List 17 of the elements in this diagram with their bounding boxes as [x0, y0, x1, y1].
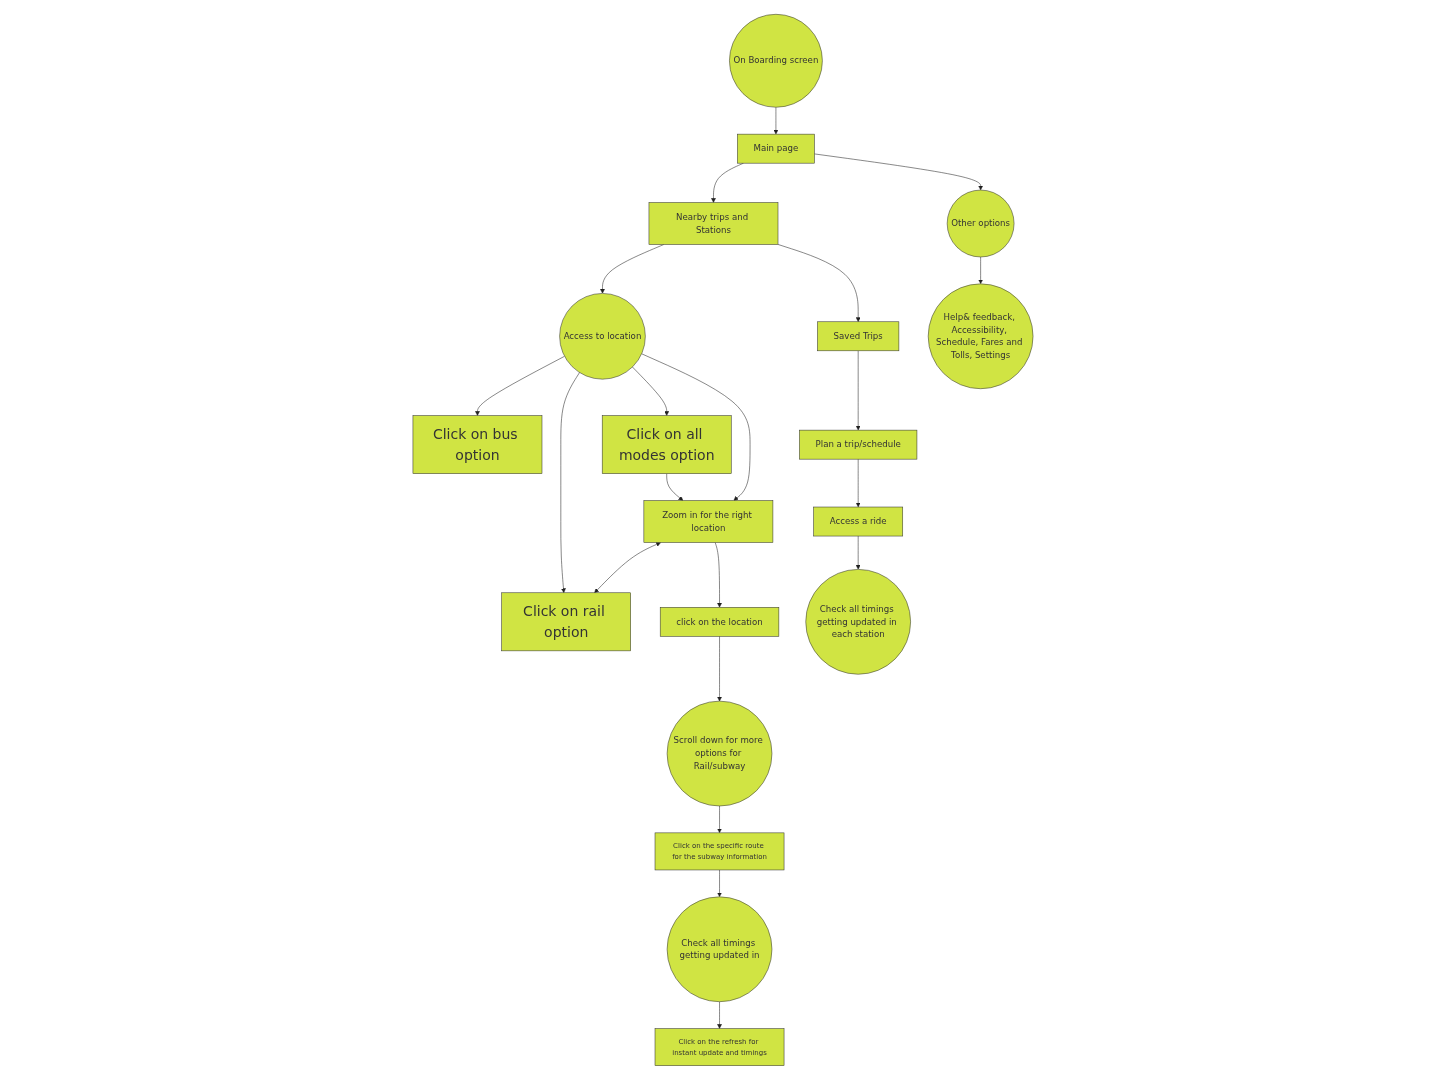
node-box: Nearby trips and Stations — [648, 201, 779, 245]
node-circle: Access to location — [559, 292, 646, 379]
node-circle: On Boarding screen — [729, 13, 823, 107]
node-box: Zoom in for the right location — [643, 499, 774, 543]
node-box: Click on bus option — [412, 414, 543, 474]
node-circle: Scroll down for more options for Rail/subway — [666, 700, 773, 806]
node-box: Access a ride — [813, 506, 903, 536]
node-circle: Check all timings getting updated in each station — [805, 568, 911, 674]
node-box: Click on all modes option — [601, 414, 732, 474]
node-circle: Help& feedback, Accessibility, Schedule, Fares and Tolls, Settings — [927, 283, 1034, 389]
node-box: Main page — [737, 133, 815, 163]
node-box: click on the location — [659, 606, 780, 637]
node-box: Click on rail option — [501, 592, 631, 651]
node-box: Plan a trip/schedule — [799, 429, 918, 459]
node-box: Saved Trips — [817, 321, 900, 351]
node-circle: Check all timings getting updated in — [666, 896, 773, 1002]
node-circle: Other options — [946, 189, 1015, 257]
